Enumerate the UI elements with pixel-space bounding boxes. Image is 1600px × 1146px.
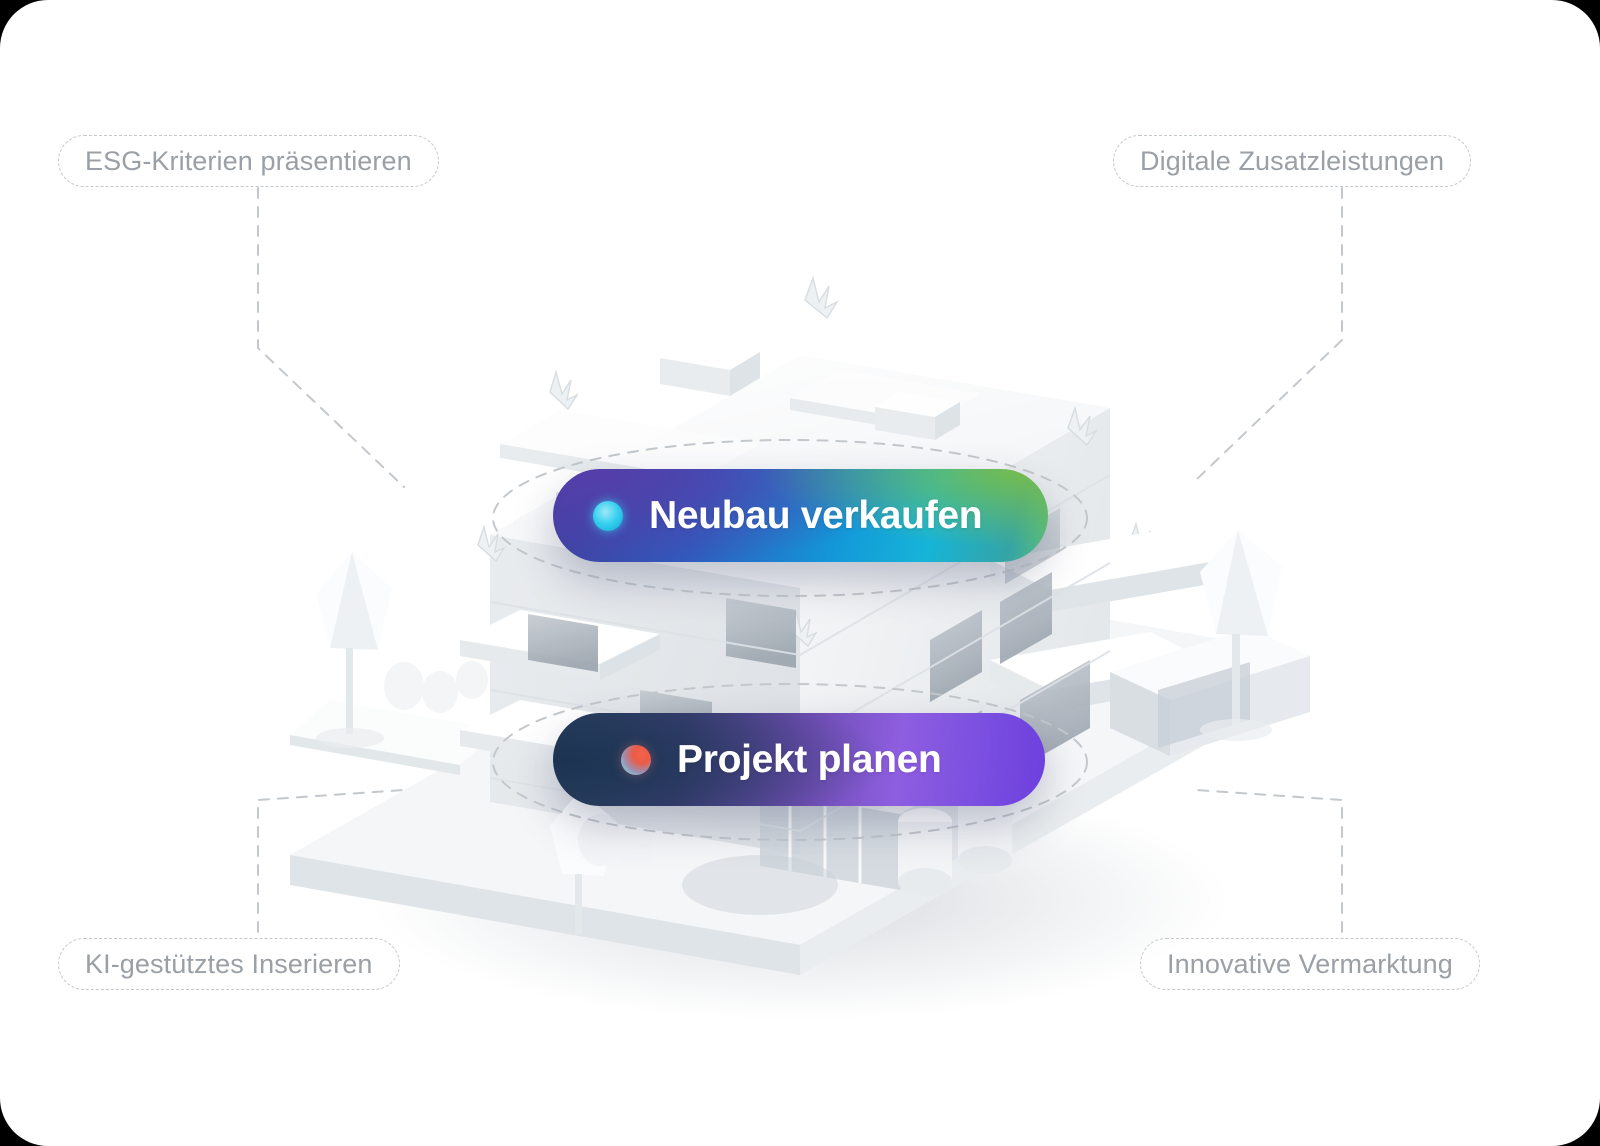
tree-right xyxy=(1200,530,1282,741)
connector-bottom-right xyxy=(1195,789,1343,933)
status-dot-icon xyxy=(621,744,651,775)
tag-digitale-zusatzleistungen[interactable]: Digitale Zusatzleistungen xyxy=(1113,135,1472,187)
tree-front-left xyxy=(550,790,614,934)
walkway xyxy=(290,700,500,775)
tag-label: ESG-Kriterien präsentieren xyxy=(85,145,412,176)
tag-label: Innovative Vermarktung xyxy=(1167,948,1453,979)
annex-right xyxy=(1110,628,1310,756)
rooftop-plants xyxy=(477,275,1158,648)
tag-label: KI-gestütztes Inserieren xyxy=(85,948,373,979)
tree-left xyxy=(316,552,392,748)
connector-top-right xyxy=(1195,187,1343,481)
building-shadow xyxy=(682,855,838,915)
connector-top-left xyxy=(257,187,405,488)
neubau-verkaufen-label: Neubau verkaufen xyxy=(649,493,983,537)
balconies-east xyxy=(990,532,1210,712)
tag-esg-kriterien[interactable]: ESG-Kriterien präsentieren xyxy=(58,135,439,187)
projekt-planen-label: Projekt planen xyxy=(677,737,942,781)
tag-innovative-vermarktung[interactable]: Innovative Vermarktung xyxy=(1140,938,1480,990)
connector-bottom-left xyxy=(257,789,405,933)
tag-label: Digitale Zusatzleistungen xyxy=(1140,145,1445,176)
status-dot-icon xyxy=(593,500,623,531)
neubau-verkaufen-button[interactable]: Neubau verkaufen xyxy=(553,469,1048,562)
projekt-planen-button[interactable]: Projekt planen xyxy=(553,713,1045,806)
tag-ki-gestuetztes-inserieren[interactable]: KI-gestütztes Inserieren xyxy=(58,938,400,990)
